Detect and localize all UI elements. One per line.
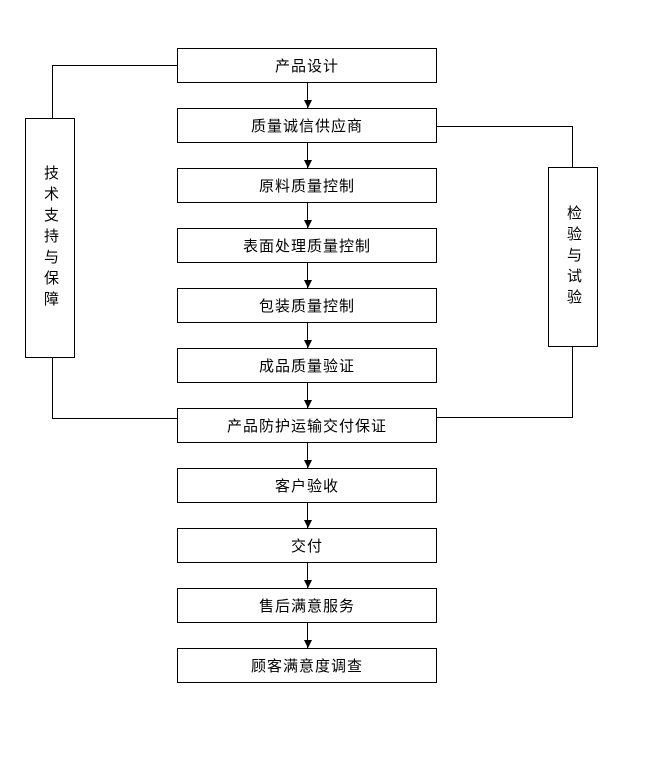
flow-node-satisfaction-survey[interactable]: 顾客满意度调查: [177, 648, 437, 683]
flow-node-protect-transport[interactable]: 产品防护运输交付保证: [177, 408, 437, 443]
connector-inspection-test-to-protect-transport-horizontal: [437, 417, 573, 418]
flow-node-surface-treatment[interactable]: 表面处理质量控制: [177, 228, 437, 263]
connector-inspection-test-to-protect-transport-vertical: [572, 347, 573, 418]
flow-node-material-quality[interactable]: 原料质量控制: [177, 168, 437, 203]
flow-node-delivery[interactable]: 交付: [177, 528, 437, 563]
connector-tech-support-to-protect-transport-vertical: [52, 358, 53, 418]
connector-product-design-to-tech-support-vertical: [52, 65, 53, 118]
flow-node-quality-supplier[interactable]: 质量诚信供应商: [177, 108, 437, 143]
connector-product-design-to-tech-support-horizontal: [52, 65, 177, 66]
flow-node-after-sales[interactable]: 售后满意服务: [177, 588, 437, 623]
flow-node-packaging-quality[interactable]: 包装质量控制: [177, 288, 437, 323]
side-node-tech-support[interactable]: 技术支持与保障: [25, 118, 75, 358]
flow-node-customer-acceptance[interactable]: 客户验收: [177, 468, 437, 503]
side-node-inspection-test[interactable]: 检验与试验: [548, 167, 598, 347]
connector-quality-supplier-to-inspection-test-horizontal: [437, 126, 573, 127]
connector-tech-support-to-protect-transport-horizontal: [52, 418, 177, 419]
connector-quality-supplier-to-inspection-test-vertical: [572, 126, 573, 167]
flow-node-product-design[interactable]: 产品设计: [177, 48, 437, 83]
flow-node-finished-verification[interactable]: 成品质量验证: [177, 348, 437, 383]
